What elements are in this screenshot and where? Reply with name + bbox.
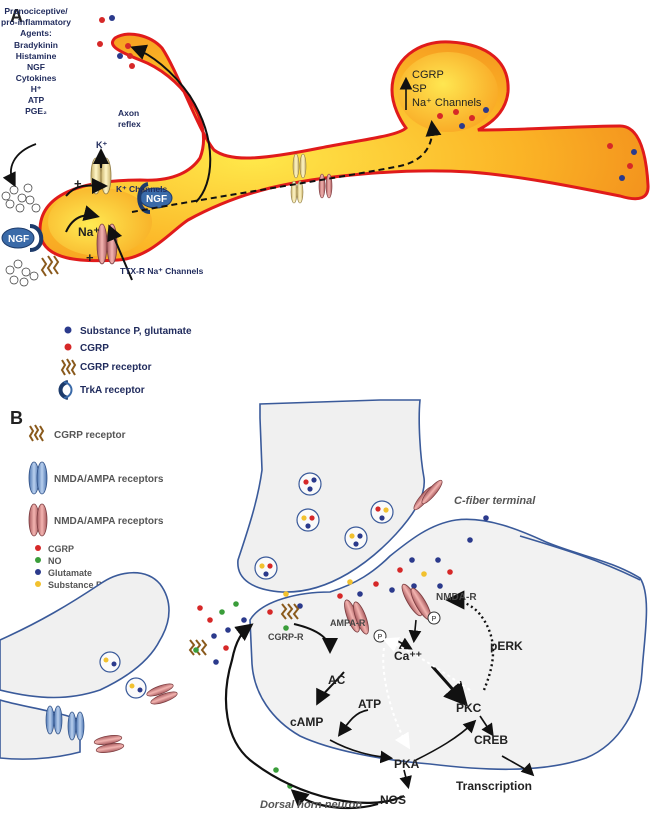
agents-list: Pronociceptive/ pro-inflammatory Agents:… — [1, 6, 71, 116]
svg-text:ATP: ATP — [28, 95, 45, 105]
dorsal-horn-neuron — [249, 518, 648, 771]
terminal-channel — [413, 479, 443, 511]
terminal-vesicle-dots — [437, 107, 489, 129]
k-arrow — [65, 177, 108, 197]
creb-label: CREB — [474, 733, 508, 747]
dorsal-horn-neuron-label: Dorsal horn neuron — [260, 799, 362, 811]
ac-label: AC — [328, 673, 346, 687]
svg-text:TrkA receptor: TrkA receptor — [80, 385, 145, 396]
soma-highlight — [48, 188, 152, 256]
left-neuron-nmda-ampa-receptors — [45, 683, 178, 753]
na-ion-label: Na⁺ — [78, 225, 100, 239]
svg-text:Agents:: Agents: — [20, 28, 52, 38]
svg-text:Glutamate: Glutamate — [48, 568, 92, 578]
ngf-label-right: NGF — [146, 194, 167, 205]
ngf-trka-left — [1, 224, 44, 252]
na-in-arrow — [107, 224, 133, 281]
ngf-trka-right — [137, 182, 173, 214]
left-neuron-vesicles — [99, 651, 147, 699]
atp-label: ATP — [358, 697, 381, 711]
agents-arrow — [2, 143, 37, 188]
terminal-vesicles — [254, 472, 394, 580]
cgrp-r-label: CGRP-R — [268, 632, 304, 642]
agent-circles-top — [1, 183, 41, 213]
pkc-label: PKC — [456, 701, 482, 715]
c-fiber-terminal — [237, 399, 426, 593]
svg-text:P: P — [378, 634, 383, 641]
svg-text:NMDA/AMPA receptors: NMDA/AMPA receptors — [54, 474, 164, 485]
axon-reflex-arrow — [130, 44, 212, 203]
svg-text:NMDA/AMPA receptors: NMDA/AMPA receptors — [54, 516, 164, 527]
svg-text:CGRP receptor: CGRP receptor — [80, 362, 152, 373]
ampa-r-label: AMPA-R — [330, 618, 366, 628]
svg-text:H⁺: H⁺ — [31, 84, 42, 94]
svg-text:P: P — [432, 616, 437, 623]
dendrite-top — [519, 535, 641, 581]
left-neuron-cgrp-receptor — [188, 639, 208, 656]
k-channels-label: K⁺ Channels — [116, 184, 168, 194]
ca-label: Ca⁺⁺ — [394, 649, 422, 663]
transcription-label: Transcription — [456, 779, 532, 793]
svg-text:Histamine: Histamine — [16, 51, 57, 61]
cgrp-r-receptor — [280, 603, 300, 620]
svg-text:Cytokines: Cytokines — [16, 73, 57, 83]
signaling-arrows — [224, 590, 535, 810]
terminal-cgrp-label: CGRP — [412, 69, 444, 81]
ampa-r-receptor — [344, 599, 369, 635]
k-ion-label: K⁺ — [96, 140, 107, 150]
terminal-sp-label: SP — [412, 83, 427, 95]
pka-label: PKA — [394, 757, 420, 771]
c-fiber-terminal-label: C-fiber terminal — [454, 495, 536, 507]
svg-text:NO: NO — [48, 556, 62, 566]
ngf-label-left: NGF — [8, 234, 29, 245]
plus-sign-k: + — [74, 176, 82, 191]
plus-sign-na: + — [86, 250, 94, 265]
svg-text:Substance P: Substance P — [48, 580, 102, 590]
svg-text:CGRP: CGRP — [48, 544, 74, 554]
cgrp-receptor-soma — [40, 255, 60, 277]
panel-a-letter: A — [10, 6, 23, 26]
terminal-na-channels-label: Na⁺ Channels — [412, 97, 482, 109]
svg-text:CGRP receptor: CGRP receptor — [54, 430, 126, 441]
svg-text:Pronociceptive/: Pronociceptive/ — [4, 6, 68, 16]
panel-b-letter: B — [10, 408, 23, 428]
nos-label: NOS — [380, 793, 406, 807]
svg-text:PGE₂: PGE₂ — [25, 106, 47, 116]
synaptic-cleft-molecules — [193, 515, 489, 789]
svg-text:Bradykinin: Bradykinin — [14, 40, 58, 50]
axon-end-dots — [607, 143, 637, 181]
panel-a-legend: Substance P, glutamate CGRP CGRP recepto… — [58, 326, 192, 400]
phospho-markers: P P — [373, 611, 441, 643]
camp-label: cAMP — [290, 715, 323, 729]
ttx-r-label: TTX-R Na⁺ Channels — [120, 266, 204, 276]
svg-text:NGF: NGF — [27, 62, 45, 72]
axon-reflex-label-2: reflex — [118, 119, 141, 129]
nmda-r-label: NMDA-R — [436, 592, 477, 603]
axon-reflex-dots — [97, 15, 135, 69]
perk-label: pERK — [490, 639, 523, 653]
axon-reflex-label-1: Axon — [118, 108, 139, 118]
left-neuron — [0, 572, 170, 699]
panel-b-legend: CGRP receptor NMDA/AMPA receptors NMDA/A… — [28, 424, 164, 590]
na-arrow — [65, 205, 100, 233]
svg-text:CGRP: CGRP — [80, 343, 109, 354]
svg-text:pro-inflammatory: pro-inflammatory — [1, 17, 71, 27]
axon-channels — [290, 153, 333, 204]
svg-text:Substance P, glutamate: Substance P, glutamate — [80, 326, 192, 337]
agent-circles-bottom — [5, 259, 39, 287]
terminal-bulb-highlight — [398, 52, 498, 132]
